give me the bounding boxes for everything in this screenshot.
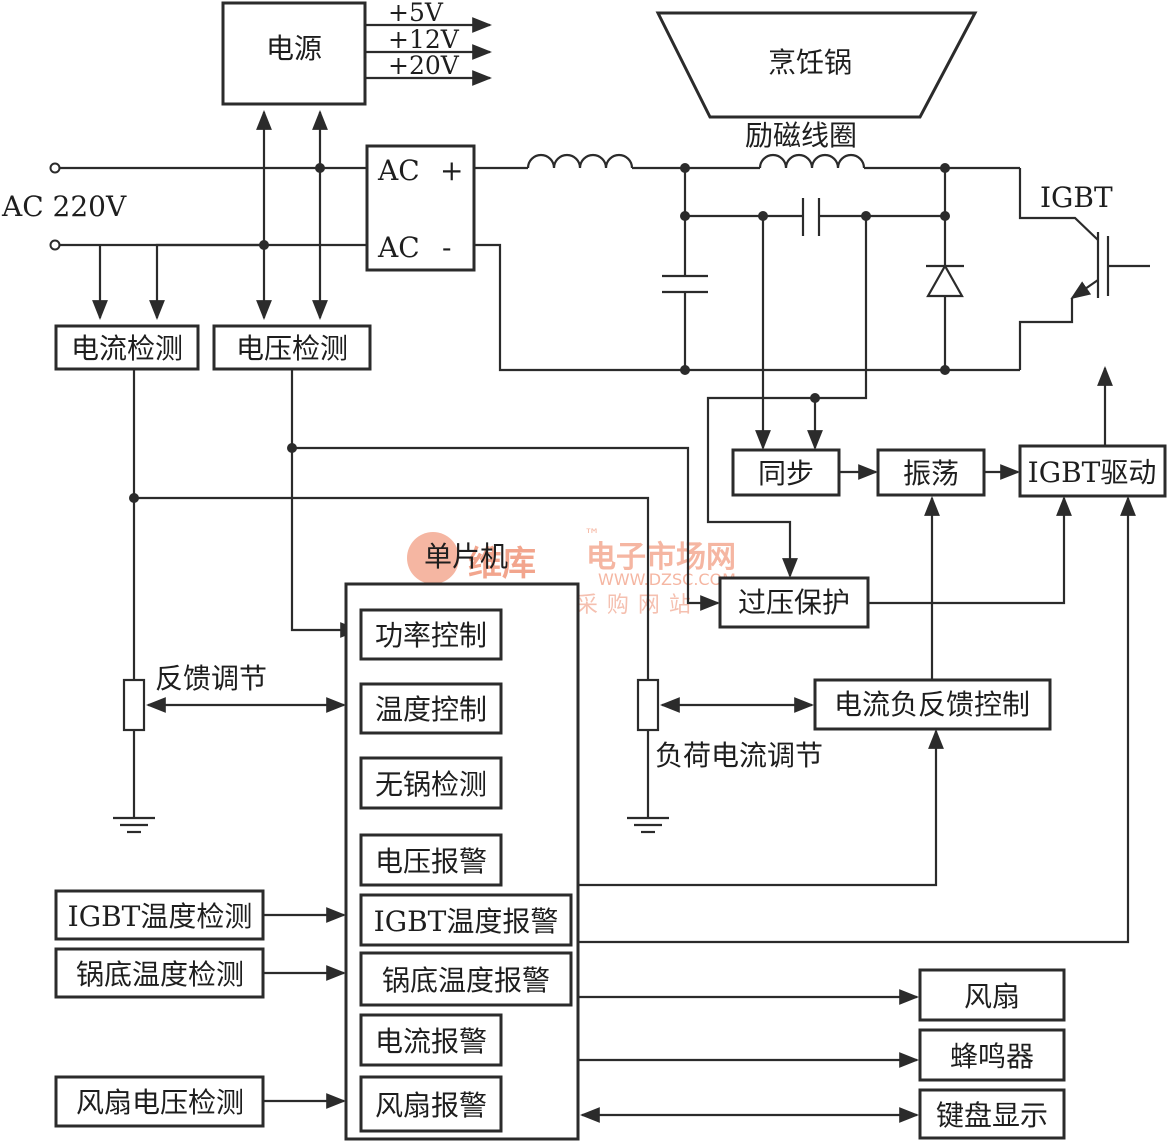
feedback-label: 反馈调节	[155, 662, 267, 695]
oscillator-label: 振荡	[903, 457, 959, 490]
voltage-detect-label: 电压检测	[236, 332, 348, 365]
power-ctrl-label: 功率控制	[375, 619, 487, 652]
buzzer-block: 蜂鸣器	[918, 1028, 1066, 1082]
mcu-no-pot: 无锅检测	[359, 756, 503, 810]
mcu-temp-ctrl: 温度控制	[359, 682, 503, 735]
feedback-resistor-icon	[122, 678, 146, 732]
igbt-label: IGBT	[1040, 181, 1113, 214]
igbt-drive-label: IGBT驱动	[1028, 456, 1157, 489]
voltage-detect-block: 电压检测	[212, 324, 372, 371]
current-detect-block: 电流检测	[54, 324, 200, 371]
ground-icon-left	[113, 816, 155, 834]
watermark-brand: 维库	[468, 544, 536, 584]
pot-temp-alarm-label: 锅底温度报警	[382, 964, 550, 997]
sync-label: 同步	[758, 457, 814, 490]
ac-input: AC 220V	[1, 110, 367, 320]
mcu-current-alarm: 电流报警	[359, 1013, 503, 1067]
mcu-igbt-temp-alarm: IGBT温度报警	[359, 893, 573, 947]
current-detect-label: 电流检测	[71, 332, 183, 365]
rectifier-minus: -	[442, 231, 451, 264]
igbt-temp-detect-label: IGBT温度检测	[68, 900, 253, 933]
mcu-fan-alarm: 风扇报警	[359, 1075, 503, 1133]
oscillator-block: 振荡	[876, 448, 986, 497]
keyboard-display-block: 键盘显示	[918, 1088, 1066, 1140]
ac-terminal-bottom	[49, 239, 61, 251]
fan-block: 风扇	[918, 968, 1066, 1022]
mcu-volt-alarm: 电压报警	[359, 833, 503, 887]
keyboard-display-label: 键盘显示	[936, 1099, 1048, 1132]
neg-feedback-label: 电流负反馈控制	[834, 688, 1030, 721]
watermark-url: WWW.DZSC.COM	[598, 570, 736, 589]
overvoltage-label: 过压保护	[738, 586, 850, 619]
volt-alarm-label: 电压报警	[375, 845, 487, 878]
mcu-power-ctrl: 功率控制	[359, 608, 503, 661]
temp-ctrl-label: 温度控制	[375, 693, 487, 726]
igbt-drive-block: IGBT驱动	[1018, 444, 1167, 498]
ac-220v-label: AC 220V	[1, 190, 127, 223]
neg-feedback-block: 电流负反馈控制	[813, 678, 1052, 731]
ground-icon-right	[627, 816, 669, 834]
pot-temp-detect-label: 锅底温度检测	[76, 958, 244, 991]
igbt-transistor-icon	[1018, 168, 1150, 370]
rail-12v-label: +12V	[388, 25, 460, 54]
rectifier-ac-top: AC	[377, 154, 420, 187]
rail-5v-label: +5V	[388, 0, 444, 27]
fan-volt-detect-label: 风扇电压检测	[76, 1086, 244, 1119]
rail-20v-label: +20V	[388, 51, 460, 80]
fan-volt-detect-block: 风扇电压检测	[54, 1075, 265, 1128]
power-supply: 电源 +5V +12V +20V	[221, 0, 492, 106]
load-current-potentiometer: 负荷电流调节	[627, 678, 823, 834]
buzzer-label: 蜂鸣器	[950, 1040, 1034, 1073]
no-pot-label: 无锅检测	[375, 768, 487, 801]
fan-label: 风扇	[964, 980, 1020, 1013]
pot-temp-detect-block: 锅底温度检测	[54, 947, 265, 999]
coil-label: 励磁线圈	[745, 119, 857, 152]
damper-diode-icon	[926, 263, 964, 298]
load-current-label: 负荷电流调节	[655, 739, 823, 772]
feedback-potentiometer: 反馈调节	[113, 662, 346, 834]
pot-label: 烹饪锅	[768, 46, 852, 79]
fan-alarm-label: 风扇报警	[375, 1089, 487, 1122]
igbt-temp-detect-block: IGBT温度检测	[54, 889, 265, 941]
watermark-tm: ™	[584, 525, 600, 544]
ac-terminal-top	[49, 162, 61, 174]
watermark-logo-icon	[407, 532, 459, 584]
choke-inductor-icon	[526, 153, 634, 169]
mcu-label: 单片机	[424, 540, 508, 573]
rectifier-plus: +	[440, 154, 463, 187]
overvoltage-block: 过压保护	[718, 576, 870, 629]
sync-block: 同步	[731, 448, 841, 497]
watermark-name: 电子市场网	[586, 540, 736, 575]
rectifier: AC AC + -	[365, 144, 476, 272]
power-label: 电源	[266, 32, 322, 65]
current-alarm-label: 电流报警	[375, 1025, 487, 1058]
excitation-coil-icon	[758, 153, 866, 169]
load-resistor-icon	[636, 678, 660, 732]
cooking-pot: 烹饪锅	[655, 11, 978, 119]
power-circuit: 励磁线圈 IGBT	[474, 119, 1150, 375]
mcu-pot-temp-alarm: 锅底温度报警	[359, 951, 573, 1007]
igbt-temp-alarm-label: IGBT温度报警	[374, 905, 559, 938]
rectifier-ac-bottom: AC	[377, 231, 420, 264]
